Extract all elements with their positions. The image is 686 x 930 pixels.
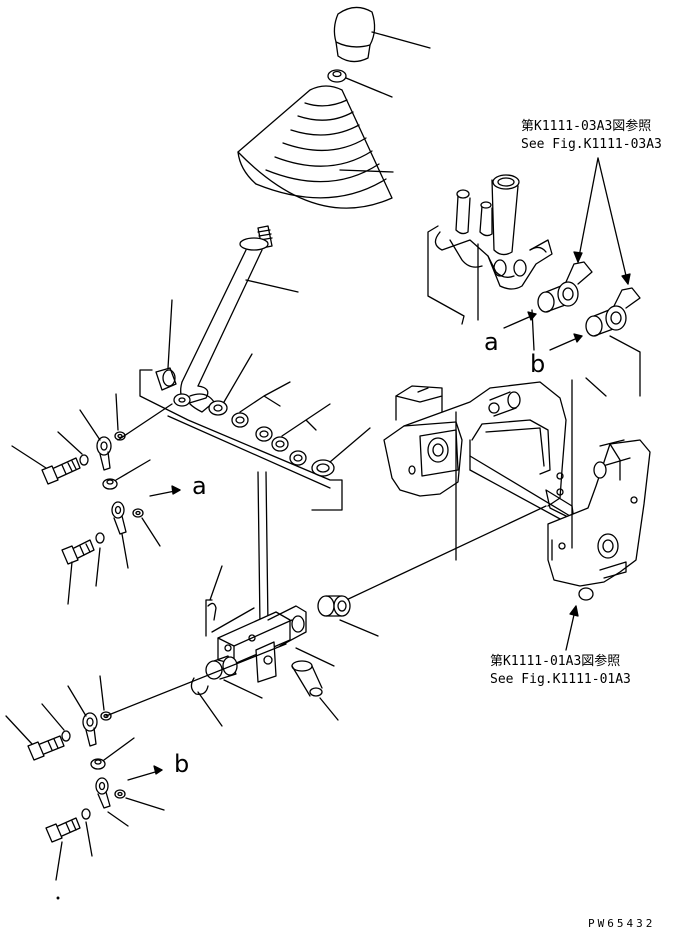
leader-lever — [246, 280, 298, 292]
leader-washer-1 — [224, 354, 252, 402]
valve-lever-a — [538, 262, 592, 312]
washer-small-4 — [115, 790, 125, 798]
leader-rod-end-1 — [80, 410, 100, 440]
washer-small-2 — [133, 509, 143, 517]
ref-note-bottom-jp: 第K1111-01A3図参照 — [490, 654, 621, 669]
leader-lock-washer-4 — [86, 822, 92, 856]
leader-bolt-4 — [56, 842, 62, 880]
bushing-2 — [318, 596, 350, 616]
drawing-code: PW65432 — [588, 917, 656, 930]
label-fork-mark — [208, 603, 216, 620]
rod-end-1 — [97, 437, 111, 470]
leader-washer-small-2 — [142, 518, 160, 546]
leader-bushing-2 — [340, 620, 378, 636]
leader-knob — [372, 32, 430, 48]
pivot-bracket — [218, 606, 306, 682]
frame-outline — [456, 378, 606, 560]
leader-rod-end-3 — [68, 686, 86, 716]
lock-washer-2 — [96, 533, 104, 543]
leader-washer-2 — [240, 382, 290, 412]
leader-bolt-2 — [68, 562, 72, 604]
clevis-pin — [292, 661, 322, 696]
leader-washer-small-4 — [126, 798, 164, 810]
leader-washer-small-3 — [100, 676, 104, 710]
washer-small-3 — [101, 712, 111, 720]
lock-washer-3 — [62, 731, 70, 741]
lock-washer-4 — [82, 809, 90, 819]
rod-end-4 — [96, 778, 110, 808]
ref-note-top-jp: 第K1111-03A3図参照 — [521, 119, 652, 134]
ref-arrow-bottom — [566, 606, 578, 650]
arrow-a-right — [504, 312, 536, 328]
rod-end-2 — [112, 502, 126, 534]
arrow-b-right — [550, 334, 582, 350]
bolt-3 — [28, 736, 64, 760]
assembly-outline-upper-right — [168, 416, 330, 488]
callout-a-right: a — [484, 328, 499, 356]
bolt-1 — [42, 458, 80, 484]
leader-bracket — [296, 648, 334, 666]
callout-b-left: b — [174, 750, 190, 778]
leader-link — [210, 566, 222, 600]
leader-nut-2 — [104, 738, 134, 760]
lock-washer-1 — [80, 455, 88, 465]
snap-ring — [191, 678, 208, 694]
leader-lock-washer-3 — [42, 704, 64, 730]
bushing-1 — [156, 368, 176, 390]
assembly-outline-upper — [140, 370, 342, 510]
leader-nut-1 — [116, 460, 150, 480]
assembly-line-1 — [118, 404, 172, 440]
leader-boot — [340, 170, 393, 172]
valve-lever-b — [586, 288, 640, 336]
leader-rod-end-2 — [122, 534, 128, 568]
rubber-boot — [238, 86, 392, 208]
long-link — [106, 506, 546, 716]
washer-small-1 — [115, 432, 125, 440]
washer-stack — [209, 401, 334, 476]
collar — [206, 656, 237, 679]
leader-pin — [320, 698, 338, 720]
top-nut — [328, 70, 346, 82]
callout-b-right: b — [530, 350, 546, 378]
leader-washer-3 — [282, 404, 330, 436]
leader-collar — [224, 680, 262, 698]
stray-dot — [57, 897, 59, 899]
leader-lock-washer-1 — [58, 432, 82, 454]
lever-knob — [334, 7, 374, 61]
ref-arrows-top — [574, 158, 630, 284]
leader-bolt-3 — [6, 716, 32, 744]
leader-washer-small-1 — [116, 394, 118, 430]
callout-a-left: a — [192, 472, 207, 500]
side-plate — [548, 440, 650, 600]
ref-note-bottom-en: See Fig.K1111-01A3 — [490, 672, 631, 687]
leader-bolt-1 — [12, 446, 46, 468]
leader-snap-ring — [198, 692, 222, 726]
valve-outline — [428, 226, 478, 324]
bolt-2 — [62, 540, 94, 564]
bolt-4 — [46, 818, 80, 842]
link-rod — [258, 472, 268, 626]
leader-nut — [346, 78, 392, 97]
ref-note-top-en: See Fig.K1111-03A3 — [521, 137, 662, 152]
arrow-a-left — [150, 486, 180, 496]
rod-end-3 — [83, 713, 97, 746]
control-lever — [174, 226, 272, 412]
leader-washer-4 — [330, 428, 370, 462]
leader-rod-end-4 — [108, 812, 128, 826]
leader-lock-washer-2 — [96, 548, 100, 586]
nut-2 — [91, 759, 105, 769]
valve-assembly — [435, 175, 552, 289]
arrow-b-left — [128, 766, 162, 780]
nut-1 — [103, 479, 117, 489]
leader-bushing-1 — [168, 300, 172, 368]
frame-bracket — [384, 382, 574, 520]
